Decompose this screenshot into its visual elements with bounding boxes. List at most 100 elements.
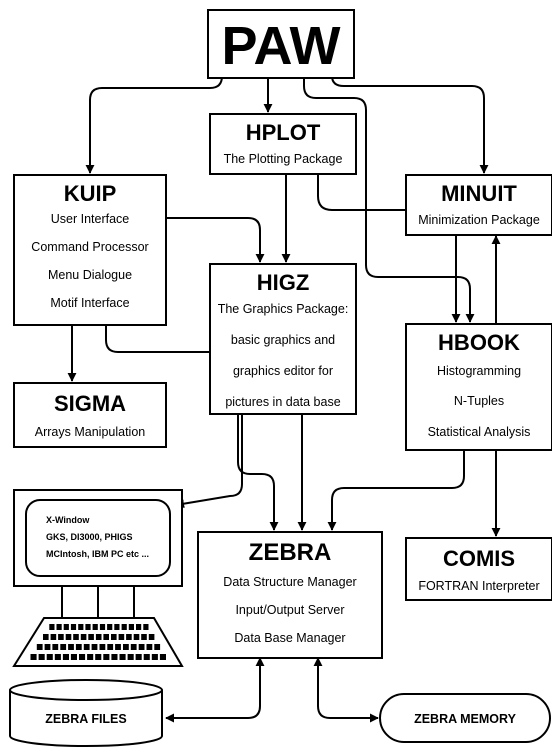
- higz-line-1: The Graphics Package:: [218, 302, 349, 316]
- keyboard-key: [60, 644, 67, 650]
- keyboard-key: [91, 644, 98, 650]
- node-hplot: HPLOT The Plotting Package: [209, 113, 357, 175]
- keyboard-key: [99, 644, 106, 650]
- higz-line-4: pictures in data base: [225, 395, 340, 409]
- zebra-line-3: Data Base Manager: [234, 631, 345, 645]
- paw-title: PAW: [222, 16, 341, 76]
- hbook-line-2: N-Tuples: [454, 394, 504, 408]
- keyboard-key: [68, 644, 74, 650]
- edge-paw-hbook: [303, 78, 475, 323]
- kuip-line-2: Command Processor: [31, 240, 148, 254]
- terminal-line-3: MCIntosh, IBM PC etc ...: [46, 549, 149, 559]
- keyboard-keys: [30, 624, 166, 660]
- keyboard-key: [62, 654, 69, 660]
- zebra-title: ZEBRA: [249, 539, 332, 566]
- kuip-line-4: Motif Interface: [50, 296, 129, 310]
- keyboard-key: [135, 654, 142, 660]
- keyboard-key: [92, 624, 98, 630]
- keyboard-key: [107, 644, 114, 650]
- keyboard-key: [80, 634, 87, 640]
- kuip-title: KUIP: [64, 181, 117, 206]
- zebra-memory-label: ZEBRA MEMORY: [414, 712, 517, 726]
- keyboard-key: [70, 654, 77, 660]
- minuit-title: MINUIT: [441, 181, 517, 206]
- keyboard-key: [141, 634, 147, 640]
- minuit-line-1: Minimization Package: [418, 213, 540, 227]
- node-hbook: HBOOK Histogramming N-Tuples Statistical…: [405, 323, 552, 451]
- zebra-line-2: Input/Output Server: [235, 603, 344, 617]
- keyboard-key: [88, 634, 94, 640]
- keyboard-key: [159, 654, 166, 660]
- terminal-line-1: X-Window: [46, 515, 90, 525]
- keyboard-key: [78, 624, 84, 630]
- comis-line-1: FORTRAN Interpreter: [418, 579, 539, 593]
- node-higz: HIGZ The Graphics Package: basic graphic…: [209, 263, 357, 415]
- kuip-line-1: User Interface: [51, 212, 130, 226]
- keyboard-key: [70, 624, 77, 630]
- zebra-files-label: ZEBRA FILES: [45, 712, 126, 726]
- keyboard-key: [79, 654, 86, 660]
- node-comis: COMIS FORTRAN Interpreter: [405, 537, 552, 601]
- keyboard-key: [154, 644, 161, 650]
- keyboard-key: [46, 654, 53, 660]
- keyboard-key: [148, 634, 155, 640]
- keyboard-key: [111, 634, 117, 640]
- keyboard-key: [115, 644, 121, 650]
- keyboard-key: [143, 654, 150, 660]
- keyboard-key: [52, 644, 59, 650]
- kuip-line-3: Menu Dialogue: [48, 268, 132, 282]
- keyboard-key: [75, 644, 82, 650]
- keyboard-key: [85, 624, 91, 630]
- sigma-title: SIGMA: [54, 391, 126, 416]
- keyboard-key: [103, 634, 109, 640]
- keyboard-key: [30, 654, 37, 660]
- higz-title: HIGZ: [257, 270, 310, 295]
- edge-kuip-higz: [166, 217, 265, 263]
- hbook-line-1: Histogramming: [437, 364, 521, 378]
- node-zebra: ZEBRA Data Structure Manager Input/Outpu…: [197, 531, 383, 659]
- keyboard-key: [143, 624, 149, 630]
- node-minuit: MINUIT Minimization Package: [405, 174, 552, 236]
- keyboard-key: [138, 644, 145, 650]
- hplot-title: HPLOT: [246, 120, 321, 145]
- disk-icon: [9, 690, 163, 747]
- zebra-line-1: Data Structure Manager: [223, 575, 356, 589]
- hbook-title: HBOOK: [438, 330, 520, 355]
- higz-line-3: graphics editor for: [233, 364, 333, 378]
- keyboard-key: [36, 644, 43, 650]
- keyboard-key: [123, 644, 129, 650]
- terminal-icon: X-Window GKS, DI3000, PHIGS MCIntosh, IB…: [12, 489, 184, 667]
- keyboard-key: [119, 654, 126, 660]
- comis-title: COMIS: [443, 546, 515, 571]
- keyboard-key: [114, 624, 120, 630]
- keyboard-key: [73, 634, 79, 640]
- keyboard-key: [87, 654, 94, 660]
- terminal-screen: [25, 499, 171, 577]
- keyboard-key: [83, 644, 90, 650]
- terminal-line-2: GKS, DI3000, PHIGS: [46, 532, 133, 542]
- keyboard-key: [128, 624, 134, 630]
- keyboard-key: [63, 624, 69, 630]
- keyboard-key: [38, 654, 45, 660]
- edge-zebra-memory: [313, 657, 379, 723]
- node-kuip: KUIP User Interface Command Processor Me…: [13, 174, 167, 326]
- keyboard-key: [56, 624, 62, 630]
- higz-line-2: basic graphics and: [231, 333, 335, 347]
- edge-zebra-files: [165, 657, 265, 723]
- keyboard-key: [43, 634, 49, 640]
- keyboard-key: [44, 644, 51, 650]
- keyboard-key: [121, 624, 127, 630]
- edge-paw-minuit: [331, 68, 489, 174]
- hplot-line-1: The Plotting Package: [224, 152, 343, 166]
- keyboard-key: [103, 654, 110, 660]
- sigma-line-1: Arrays Manipulation: [35, 425, 146, 439]
- keyboard-key: [95, 654, 102, 660]
- keyboard-key: [99, 624, 106, 630]
- node-zebra-files: ZEBRA FILES: [9, 679, 163, 747]
- keyboard-key: [127, 654, 134, 660]
- keyboard-key: [136, 624, 142, 630]
- edge-paw-kuip: [85, 68, 223, 174]
- keyboard-key: [95, 634, 102, 640]
- keyboard-key: [50, 634, 57, 640]
